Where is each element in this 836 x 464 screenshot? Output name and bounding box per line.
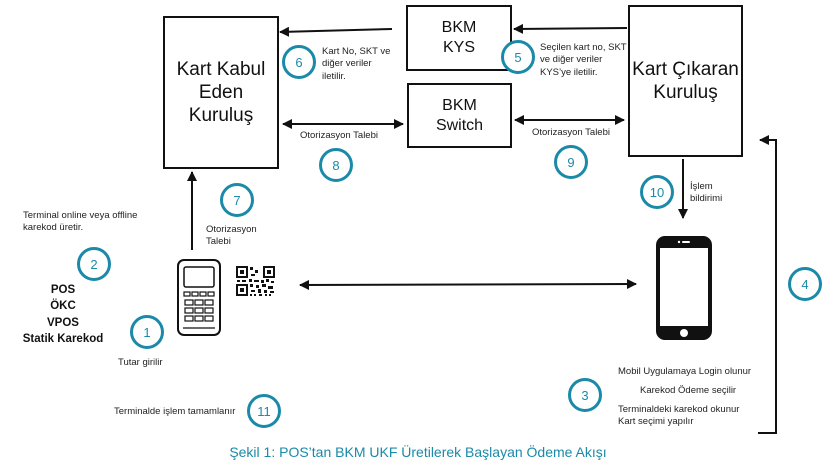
arrow-terminal-phone (299, 279, 637, 290)
smartphone-icon (656, 236, 712, 340)
step-7-badge: 7 (220, 183, 254, 217)
step-6-label: Kart No, SKT ve diğer veriler iletilir. (322, 46, 391, 82)
terminal-types-list: POS ÖKC VPOS Statik Karekod (22, 284, 104, 345)
arrow-phone-to-issuer (758, 135, 777, 434)
step-11-label: Terminalde işlem tamamlanır (114, 406, 236, 417)
arrow-issuer-to-kys (513, 23, 628, 34)
arrow-kys-to-acquirer (279, 26, 393, 37)
bkm-switch-label: BKM Switch (435, 96, 484, 134)
step-10-label: İşlem bildirimi (690, 181, 723, 205)
acquirer-label: Kart Kabul Eden Kuruluş (176, 58, 266, 127)
step-3-line1: Mobil Uygulamaya Login olunur (618, 366, 752, 377)
step-3-line3: Terminaldeki karekod okunur Kart seçimi … (618, 404, 740, 428)
step-2-badge: 2 (77, 247, 111, 281)
step-8-badge: 8 (319, 148, 353, 182)
step-3-line2: Karekod Ödeme seçilir (640, 385, 737, 396)
bkm-kys-box: BKM KYS (406, 5, 512, 71)
step-1-badge: 1 (130, 315, 164, 349)
step-11-badge: 11 (247, 394, 281, 428)
step-9-badge: 9 (554, 145, 588, 179)
bkm-switch-box: BKM Switch (407, 83, 512, 148)
step-5-badge: 5 (501, 40, 535, 74)
qr-code-icon (236, 266, 275, 296)
bkm-kys-label: BKM KYS (441, 19, 477, 56)
issuer-label: Kart Çıkaran Kuruluş (632, 58, 739, 103)
step-3-badge: 3 (568, 378, 602, 412)
pos-terminal-icon (177, 259, 221, 336)
step-6-badge: 6 (282, 45, 316, 79)
step-9-label: Otorizasyon Talebi (532, 127, 610, 138)
figure-caption: Şekil 1: POS’tan BKM UKF Üretilerek Başl… (229, 444, 607, 460)
step-4-badge: 4 (788, 267, 822, 301)
issuer-box: Kart Çıkaran Kuruluş (628, 5, 743, 157)
acquirer-box: Kart Kabul Eden Kuruluş (163, 16, 279, 169)
step-2-label: Terminal online veya offline karekod üre… (23, 210, 138, 234)
step-7-label: Otorizasyon Talebi (206, 224, 257, 248)
step-5-label: Seçilen kart no, SKT ve diğer veriler KY… (540, 42, 627, 78)
step-1-label: Tutar girilir (118, 357, 163, 368)
step-8-label: Otorizasyon Talebi (300, 130, 378, 141)
step-10-badge: 10 (640, 175, 674, 209)
